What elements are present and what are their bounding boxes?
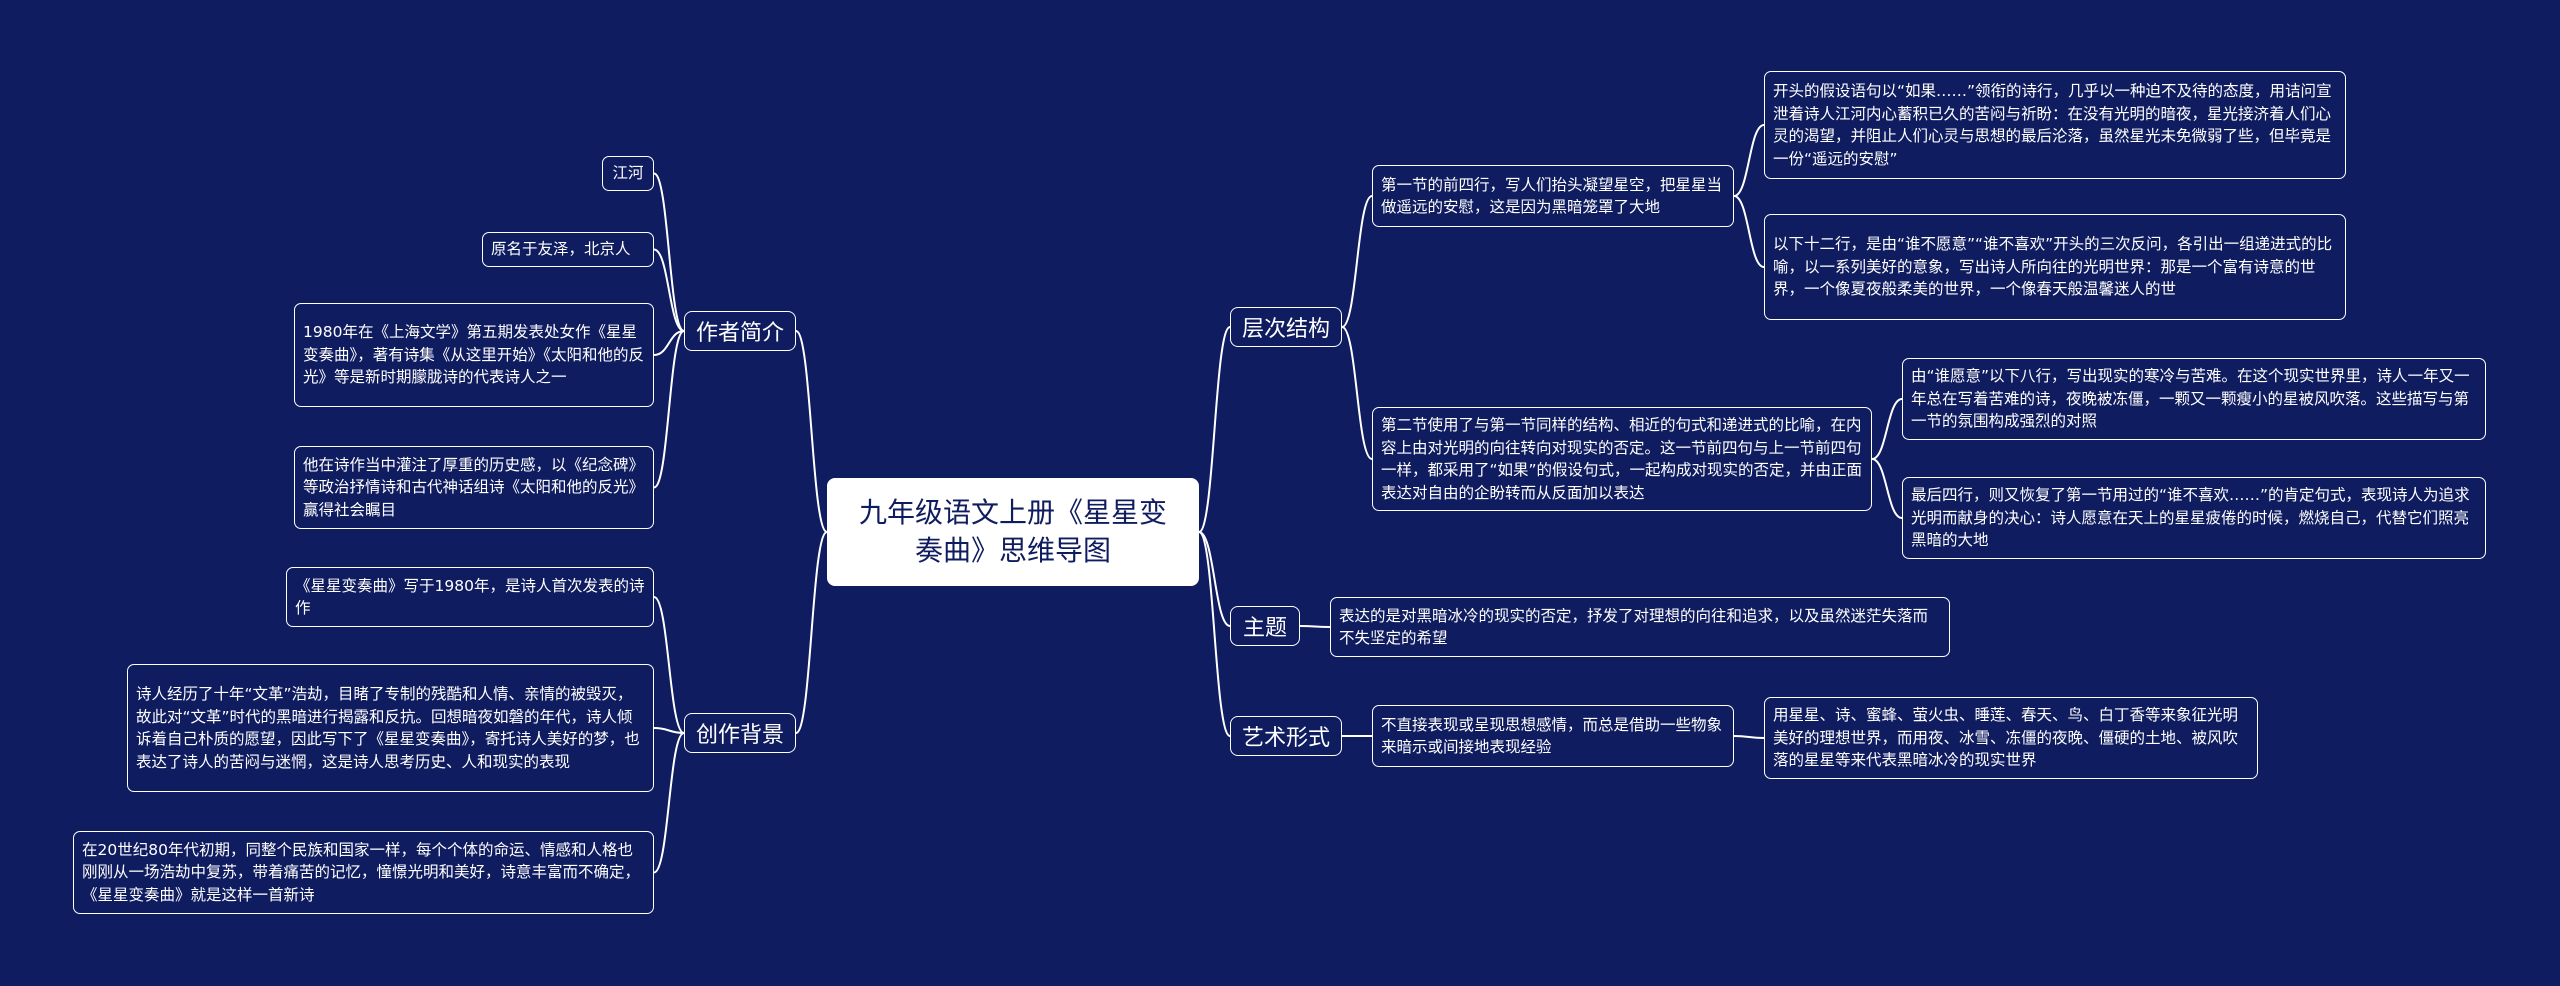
connector-s1-s1d0 — [1733, 124, 1765, 197]
connector-s2-s2d0 — [1871, 398, 1903, 460]
connector-author-a2 — [653, 330, 685, 356]
connector-struct-s1 — [1341, 195, 1373, 328]
connector-root-author — [795, 330, 828, 533]
branch-structure[interactable]: 层次结构 — [1230, 307, 1342, 347]
section-1-detail-questions[interactable]: 以下十二行，是由“谁不愿意”“谁不喜欢”开头的三次反问，各引出一组递进式的比喻，… — [1764, 214, 2346, 320]
background-leaf-date[interactable]: 《星星变奏曲》写于1980年，是诗人首次发表的诗作 — [286, 567, 654, 627]
branch-structure-label: 层次结构 — [1241, 317, 1330, 342]
structure-section-2[interactable]: 第二节使用了与第一节同样的结构、相近的句式和递进式的比喻，在内容上由对光明的向往… — [1372, 407, 1872, 511]
connector-bg-b1 — [653, 727, 685, 734]
art-form-detail[interactable]: 用星星、诗、蜜蜂、萤火虫、睡莲、春天、鸟、白丁香等来象征光明美好的理想世界，而用… — [1764, 697, 2258, 779]
connector-root-theme — [1198, 531, 1231, 627]
branch-art-form-label: 艺术形式 — [1241, 726, 1330, 751]
connector-theme-t0 — [1299, 625, 1331, 628]
root-topic[interactable]: 九年级语文上册《星星变奏曲》思维导图 — [827, 478, 1199, 586]
connector-root-art — [1198, 531, 1231, 737]
connector-author-a1 — [653, 248, 685, 332]
structure-section-1[interactable]: 第一节的前四行，写人们抬头凝望星空，把星星当做遥远的安慰，这是因为黑暗笼罩了大地 — [1372, 165, 1734, 227]
connector-struct-s2 — [1341, 326, 1373, 460]
connector-author-a3 — [653, 330, 685, 489]
connector-s2-s2d1 — [1871, 458, 1903, 519]
root-topic-label: 九年级语文上册《星星变奏曲》思维导图 — [858, 496, 1167, 567]
art-form-leaf[interactable]: 不直接表现或呈现思想感情，而总是借助一些物象来暗示或间接地表现经验 — [1372, 705, 1734, 767]
author-leaf-name[interactable]: 江河 — [602, 156, 654, 191]
author-leaf-style[interactable]: 他在诗作当中灌注了厚重的历史感，以《纪念碑》等政治抒情诗和古代神话组诗《太阳和他… — [294, 446, 654, 529]
section-2-detail-cold[interactable]: 由“谁愿意”以下八行，写出现实的寒冷与苦难。在这个现实世界里，诗人一年又一年总在… — [1902, 358, 2486, 440]
branch-background-label: 创作背景 — [695, 723, 784, 748]
connector-author-a0 — [653, 172, 685, 332]
connector-root-bg — [795, 531, 828, 734]
section-1-detail-opening[interactable]: 开头的假设语句以“如果……”领衔的诗行，几乎以一种迫不及待的态度，用诘问宣泄着诗… — [1764, 71, 2346, 179]
branch-art-form[interactable]: 艺术形式 — [1230, 716, 1342, 756]
theme-leaf[interactable]: 表达的是对黑暗冰冷的现实的否定，抒发了对理想的向往和追求，以及虽然迷茫失落而不失… — [1330, 597, 1950, 657]
branch-theme-label: 主题 — [1242, 616, 1287, 641]
section-2-detail-sacrifice[interactable]: 最后四行，则又恢复了第一节用过的“谁不喜欢……”的肯定句式，表现诗人为追求光明而… — [1902, 477, 2486, 559]
author-leaf-works[interactable]: 1980年在《上海文学》第五期发表处女作《星星变奏曲》，著有诗集《从这里开始》《… — [294, 303, 654, 407]
connector-bg-b2 — [653, 732, 685, 874]
background-leaf-history[interactable]: 诗人经历了十年“文革”浩劫，目睹了专制的残酷和人情、亲情的被毁灭，故此对“文革”… — [127, 664, 654, 792]
connector-bg-b0 — [653, 596, 685, 734]
branch-author-intro-label: 作者简介 — [695, 321, 784, 346]
author-leaf-origin[interactable]: 原名于友泽，北京人 — [482, 232, 654, 267]
background-leaf-era[interactable]: 在20世纪80年代初期，同整个民族和国家一样，每个个体的命运、情感和人格也刚刚从… — [73, 831, 654, 914]
connector-r0-r1 — [1733, 735, 1765, 739]
connector-root-struct — [1198, 326, 1231, 533]
branch-background[interactable]: 创作背景 — [684, 713, 796, 753]
connector-s1-s1d1 — [1733, 195, 1765, 268]
branch-author-intro[interactable]: 作者简介 — [684, 311, 796, 351]
branch-theme[interactable]: 主题 — [1230, 606, 1300, 646]
